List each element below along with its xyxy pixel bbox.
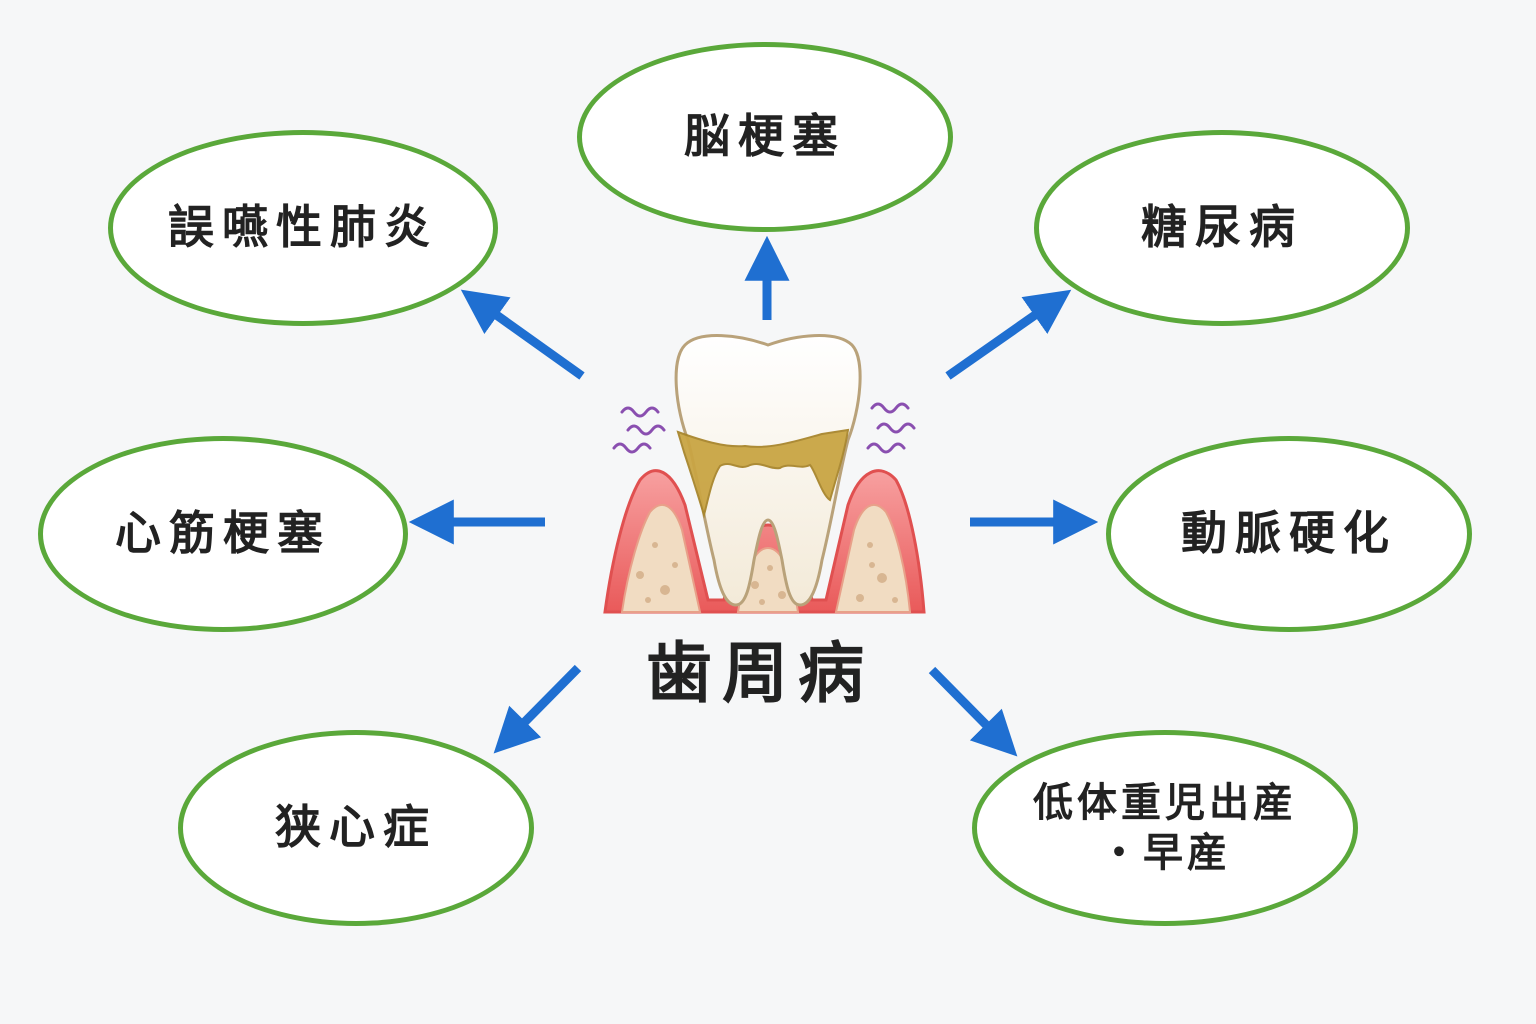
node-bottom-right: 低体重児出産 ・早産 xyxy=(972,730,1358,926)
periodontal-tooth-illustration xyxy=(603,334,926,614)
node-bottom-right-line2: ・早産 xyxy=(1099,830,1231,876)
arrow-to-bottom-right xyxy=(928,666,1018,757)
node-bottom-left: 狭心症 xyxy=(178,730,534,926)
tooth-shape xyxy=(674,334,862,607)
node-bottom-right-line1: 低体重児出産 xyxy=(1033,780,1297,826)
arrow-to-top-right xyxy=(945,289,1072,380)
arrows xyxy=(408,235,1099,757)
bacteria-squiggle xyxy=(620,406,660,418)
node-top-label: 脳梗塞 xyxy=(684,109,846,164)
node-bottom-left-label: 狭心症 xyxy=(275,800,437,855)
arrow-to-top-left xyxy=(460,289,585,380)
node-top-right: 糖尿病 xyxy=(1034,130,1410,326)
tartar-deposit xyxy=(676,428,850,519)
node-top-right-label: 糖尿病 xyxy=(1141,200,1303,255)
node-top-left-label: 誤嚥性肺炎 xyxy=(168,200,438,255)
node-top-left: 誤嚥性肺炎 xyxy=(108,130,498,326)
node-left: 心筋梗塞 xyxy=(38,436,408,632)
node-right-label: 動脈硬化 xyxy=(1181,506,1397,561)
arrow-to-bottom-left xyxy=(493,664,582,754)
center-label: 歯周病 xyxy=(646,635,874,712)
node-right: 動脈硬化 xyxy=(1106,436,1472,632)
node-left-label: 心筋梗塞 xyxy=(115,506,331,561)
node-top: 脳梗塞 xyxy=(577,42,953,232)
node-bottom-right-label: 低体重児出産 ・早産 xyxy=(1033,778,1297,878)
bone-shape xyxy=(620,503,702,613)
